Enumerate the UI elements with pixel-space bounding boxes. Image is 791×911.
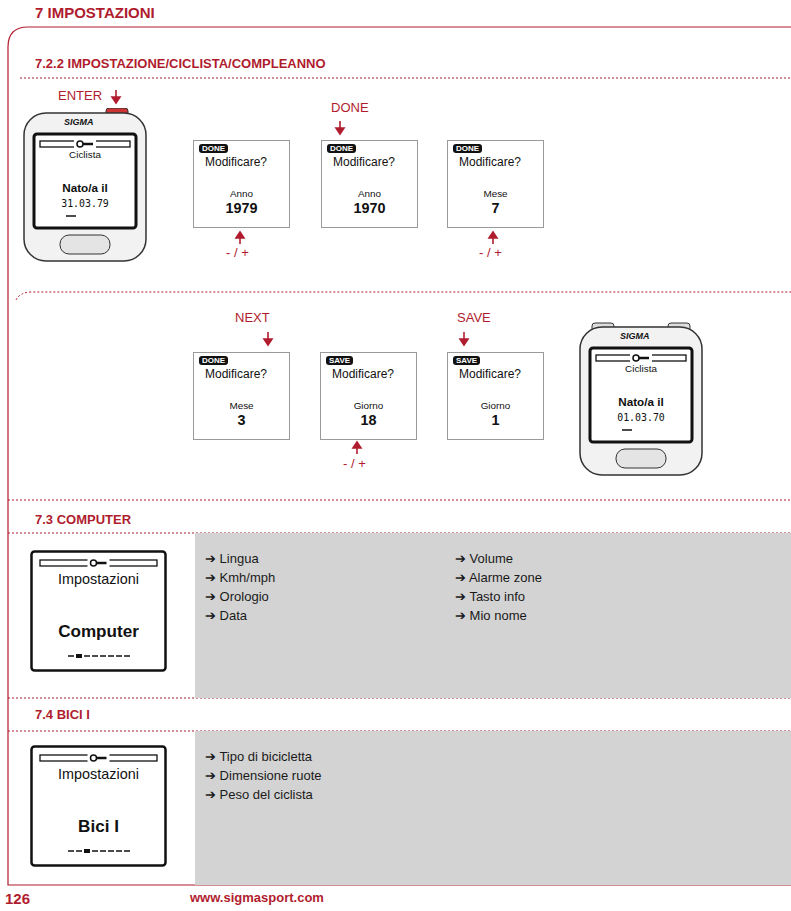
section-heading: 7.4 BICI I xyxy=(35,708,90,723)
field-value: 18 xyxy=(321,412,416,429)
lcd-screen xyxy=(30,550,167,672)
field-name: Mese xyxy=(194,400,289,411)
display-screen: DONE Modificare? Mese7 xyxy=(447,140,544,228)
field-name: Giorno xyxy=(321,400,416,411)
softkey-badge: DONE xyxy=(327,144,356,153)
field-value: 3 xyxy=(194,412,289,429)
prompt-text: Modificare? xyxy=(205,156,267,170)
softkey-badge: DONE xyxy=(199,356,228,365)
menu-title: Impostazioni xyxy=(30,571,167,588)
field-name: Mese xyxy=(448,188,543,199)
brand-logo: SIGMA xyxy=(620,331,650,341)
bike-computer: CiclistaNato/a il 01.03.70 xyxy=(578,322,704,477)
field-name: Giorno xyxy=(448,400,543,411)
menu-option: ➔ Tipo di bicicletta xyxy=(205,750,312,765)
option-panel: ➔ Tipo di bicicletta ➔ Dimensione ruote ➔ … xyxy=(195,731,791,885)
menu-option: ➔ Dimensione ruote xyxy=(205,769,322,784)
section-heading: 7.2.2 IMPOSTAZIONE/CICLISTA/COMPLEANNO xyxy=(35,57,326,72)
button-label: - / + xyxy=(226,246,249,261)
menu-option: ➔ Orologio xyxy=(205,590,269,605)
prompt-text: Modificare? xyxy=(205,368,267,382)
softkey-badge: SAVE xyxy=(326,356,353,365)
section-heading: 7.3 COMPUTER xyxy=(35,513,131,528)
frame-line xyxy=(8,27,791,885)
field-name: Anno xyxy=(322,188,417,199)
menu-option: ➔ Lingua xyxy=(205,552,259,567)
screen-title: Ciclista xyxy=(578,363,704,374)
softkey-badge: DONE xyxy=(199,144,228,153)
option-panel: ➔ Lingua ➔ Kmh/mph ➔ Orologio ➔ Data ➔ Volum… xyxy=(195,533,791,698)
field-value: 1979 xyxy=(194,200,289,217)
prompt-text: Modificare? xyxy=(459,368,521,382)
field-value: 1 xyxy=(448,412,543,429)
prompt-text: Modificare? xyxy=(332,368,394,382)
button-label: NEXT xyxy=(235,311,270,326)
dotted-separators xyxy=(8,78,791,731)
menu-option: ➔ Data xyxy=(205,609,247,624)
menu-option: ➔ Alarme zone xyxy=(455,571,542,586)
bike-computer: CiclistaNato/a il 31.03.79 xyxy=(22,108,148,263)
button-label: - / + xyxy=(343,457,366,472)
softkey-badge: DONE xyxy=(453,144,482,153)
date-value: 31.03.79 xyxy=(22,198,148,209)
date-value: 01.03.70 xyxy=(578,412,704,423)
button-label: ENTER xyxy=(58,89,102,104)
menu-option: ➔ Volume xyxy=(455,552,513,567)
section-band: 7.4 BICI IImpostazioniBici I➔ Tipo di bi… xyxy=(0,700,791,885)
setting-name: Nato/a il xyxy=(578,395,704,408)
prompt-text: Modificare? xyxy=(333,156,395,170)
page-title: 7 IMPOSTAZIONI xyxy=(35,4,155,21)
menu-option: ➔ Tasto info xyxy=(455,590,525,605)
footer-text: www.sigmasport.com xyxy=(190,891,324,906)
menu-option: ➔ Mio nome xyxy=(455,609,527,624)
menu-screen: ImpostazioniComputer xyxy=(30,550,167,672)
display-screen: SAVE Modificare? Giorno18 xyxy=(320,352,417,440)
display-screen: DONE Modificare? Anno1979 xyxy=(193,140,290,228)
display-screen: DONE Modificare? Anno1970 xyxy=(321,140,418,228)
screen-title: Ciclista xyxy=(22,149,148,160)
brand-logo: SIGMA xyxy=(64,117,94,127)
menu-option: ➔ Peso del ciclista xyxy=(205,788,313,803)
button-label: - / + xyxy=(479,246,502,261)
field-name: Anno xyxy=(194,188,289,199)
button-label: DONE xyxy=(331,101,369,116)
menu-item: Computer xyxy=(30,622,167,642)
button-label: SAVE xyxy=(457,311,491,326)
section-band: 7.3 COMPUTERImpostazioniComputer➔ Lingua… xyxy=(0,505,791,698)
menu-screen: ImpostazioniBici I xyxy=(30,745,167,867)
display-screen: DONE Modificare? Mese3 xyxy=(193,352,290,440)
menu-option: ➔ Kmh/mph xyxy=(205,571,275,586)
field-value: 7 xyxy=(448,200,543,217)
setting-name: Nato/a il xyxy=(22,181,148,194)
lcd-screen xyxy=(30,745,167,867)
softkey-badge: SAVE xyxy=(453,356,480,365)
pointer-arrows xyxy=(112,90,497,454)
prompt-text: Modificare? xyxy=(459,156,521,170)
section-band: 7.2.2 IMPOSTAZIONE/CICLISTA/COMPLEANNO Ci… xyxy=(0,47,791,497)
menu-title: Impostazioni xyxy=(30,766,167,783)
footer-text: 126 xyxy=(5,890,30,907)
field-value: 1970 xyxy=(322,200,417,217)
menu-item: Bici I xyxy=(30,817,167,837)
display-screen: SAVE Modificare? Giorno1 xyxy=(447,352,544,440)
